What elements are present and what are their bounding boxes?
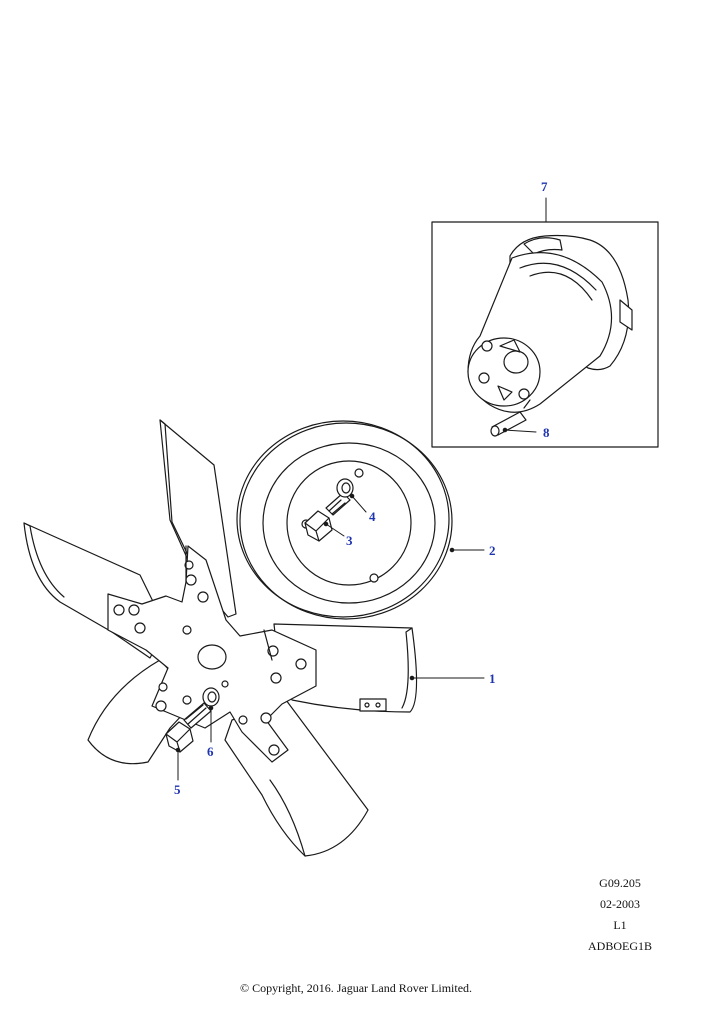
illustration-code: G09.205 bbox=[599, 876, 641, 890]
bolt-part-5 bbox=[165, 702, 212, 753]
callout-numbers: 1 2 3 4 5 6 7 8 bbox=[174, 179, 550, 797]
illustration-reference: ADBOEG1B bbox=[587, 939, 652, 953]
callout-3: 3 bbox=[346, 533, 353, 548]
callout-7: 7 bbox=[541, 179, 548, 194]
callout-5: 5 bbox=[174, 782, 181, 797]
fan-part-1 bbox=[23, 419, 418, 857]
dowel-pin-part-8 bbox=[490, 399, 531, 437]
washer-part-6 bbox=[202, 687, 220, 707]
illustration-date: 02-2003 bbox=[600, 897, 640, 911]
copyright-notice: © Copyright, 2016. Jaguar Land Rover Lim… bbox=[239, 981, 473, 995]
bolt-part-3 bbox=[304, 492, 351, 542]
leader-lines bbox=[175, 197, 547, 781]
callout-2: 2 bbox=[489, 543, 496, 558]
callout-1: 1 bbox=[489, 671, 496, 686]
callout-6: 6 bbox=[207, 744, 214, 759]
illustration-level: L1 bbox=[613, 918, 627, 932]
washer-part-4 bbox=[336, 478, 354, 498]
callout-8: 8 bbox=[543, 425, 550, 440]
pulley-part-2 bbox=[236, 420, 453, 620]
callout-4: 4 bbox=[369, 509, 376, 524]
spacer-part-7 bbox=[431, 221, 659, 448]
